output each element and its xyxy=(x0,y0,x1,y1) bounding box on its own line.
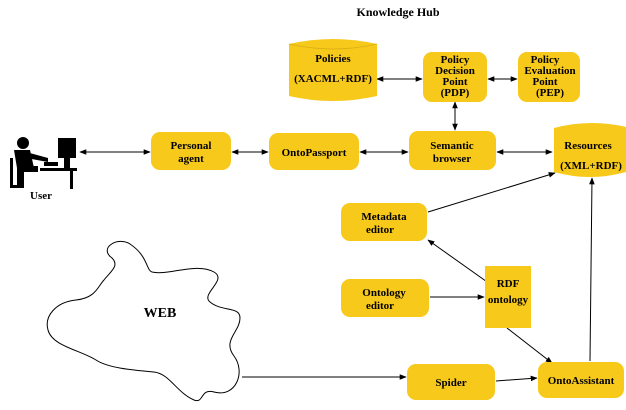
node-ontology-editor-line2: editor xyxy=(366,300,394,312)
user-label: User xyxy=(30,190,52,202)
node-ontoassistant-line1: OntoAssistant xyxy=(548,375,615,387)
node-pep-line3: Point xyxy=(532,76,557,88)
node-rdf-ontology-line1: RDF xyxy=(497,278,520,290)
node-policies-line1: Policies xyxy=(315,53,351,65)
edges xyxy=(79,76,595,382)
web-cloud: WEB xyxy=(46,240,241,402)
node-metadata-editor: Metadata editor xyxy=(341,203,427,241)
user-at-computer-icon xyxy=(10,137,77,189)
node-pep: Policy Evaluation Point (PEP) xyxy=(518,52,580,102)
node-semantic-browser-line2: browser xyxy=(433,153,471,165)
node-pdp-line4: (PDP) xyxy=(441,87,470,99)
node-ontology-editor-line1: Ontology xyxy=(362,287,406,299)
node-personal-agent: Personal agent xyxy=(151,132,231,170)
node-metadata-editor-line2: editor xyxy=(366,224,394,236)
node-ontoassistant: OntoAssistant xyxy=(538,362,624,398)
node-resources-line1: Resources xyxy=(564,140,612,152)
node-policies: Policies (XACML+RDF) xyxy=(288,39,378,101)
node-ontology-editor: Ontology editor xyxy=(341,279,429,317)
node-pep-line4: (PEP) xyxy=(536,87,564,99)
node-ontopassport-line1: OntoPassport xyxy=(282,147,347,159)
node-pep-line1: Policy xyxy=(531,54,560,66)
node-pep-line2: Evaluation xyxy=(524,65,575,77)
node-personal-agent-line1: Personal xyxy=(171,140,212,152)
node-resources-line2: (XML+RDF) xyxy=(560,160,622,172)
edge-metadata-editor-resources xyxy=(427,172,556,213)
node-spider-line1: Spider xyxy=(435,377,466,389)
node-pdp-line2: Decision xyxy=(435,65,475,77)
diagram-title: Knowledge Hub xyxy=(356,5,439,19)
node-personal-agent-line2: agent xyxy=(178,153,204,165)
node-pdp-line3: Point xyxy=(442,76,467,88)
node-spider: Spider xyxy=(407,364,495,400)
web-label: WEB xyxy=(144,306,177,321)
node-rdf-ontology: RDF ontology xyxy=(485,266,531,328)
node-pdp: Policy Decision Point (PDP) xyxy=(423,52,487,102)
node-pdp-line1: Policy xyxy=(441,54,470,66)
node-policies-line2: (XACML+RDF) xyxy=(294,73,372,85)
node-rdf-ontology-line2: ontology xyxy=(488,294,529,306)
edge-rdf-ontology-ontoassistant xyxy=(506,327,553,364)
node-resources: Resources (XML+RDF) xyxy=(554,123,626,177)
node-metadata-editor-line1: Metadata xyxy=(361,211,407,223)
edge-spider-ontoassistant xyxy=(495,375,538,382)
node-ontopassport: OntoPassport xyxy=(269,133,359,170)
user-figure: User xyxy=(10,137,77,202)
edge-ontoassistant-resources xyxy=(589,177,595,362)
node-semantic-browser: Semantic browser xyxy=(409,131,496,170)
node-semantic-browser-line1: Semantic xyxy=(430,140,474,152)
edge-rdf-ontology-metadata-editor xyxy=(427,239,491,285)
